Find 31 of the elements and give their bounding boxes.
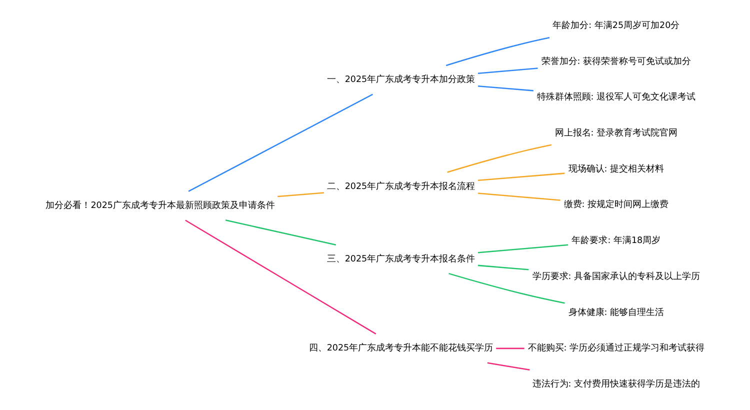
- node-text: 网上报名: 登录教育考试院官网: [554, 128, 678, 139]
- connector: [276, 192, 324, 198]
- node-text: 学历要求: 具备国家承认的专科及以上学历: [532, 272, 700, 282]
- node-text: 荣誉加分: 获得荣誉称号可免试或加分: [540, 56, 691, 67]
- connector: [448, 272, 564, 304]
- connector: [184, 220, 376, 334]
- node-text: 年龄加分: 年满25周岁可加20分: [552, 20, 680, 31]
- node-text: 不能购买: 学历必须通过正规学习和考试获得: [527, 344, 704, 354]
- connector: [477, 192, 560, 201]
- connector: [445, 36, 550, 66]
- node-text: 三、2025年广东成考专升本报名条件: [326, 254, 475, 264]
- connector: [477, 172, 564, 182]
- node-text: 违法行为: 支付费用快速获得学历是违法的: [532, 380, 700, 390]
- node-text: 年龄要求: 年满18周岁: [571, 236, 660, 246]
- connector: [477, 264, 528, 270]
- connector: [477, 86, 533, 92]
- node-text: 一、2025年广东成考专升本加分政策: [326, 75, 475, 86]
- connector: [486, 362, 530, 371]
- node-text: 二、2025年广东成考专升本报名流程: [326, 182, 475, 192]
- node-text: 现场确认: 提交相关材料: [568, 164, 664, 174]
- node-text: 加分必看！2025广东成考专升本最新照顾政策及申请条件: [45, 201, 274, 212]
- connector: [188, 94, 373, 192]
- node-text: 身体健康: 能够自理生活: [568, 308, 664, 318]
- node-text: 四、2025年广东成考专升本能不能花钱买学历: [308, 344, 493, 354]
- node-text: 缴费: 按规定时间网上缴费: [563, 200, 668, 210]
- connector: [496, 348, 524, 350]
- connector: [224, 220, 336, 246]
- connector: [477, 244, 568, 254]
- connector: [446, 144, 552, 173]
- connector: [477, 68, 538, 74]
- node-text: 特殊群体照顾: 退役军人可免文化课考试: [536, 92, 696, 103]
